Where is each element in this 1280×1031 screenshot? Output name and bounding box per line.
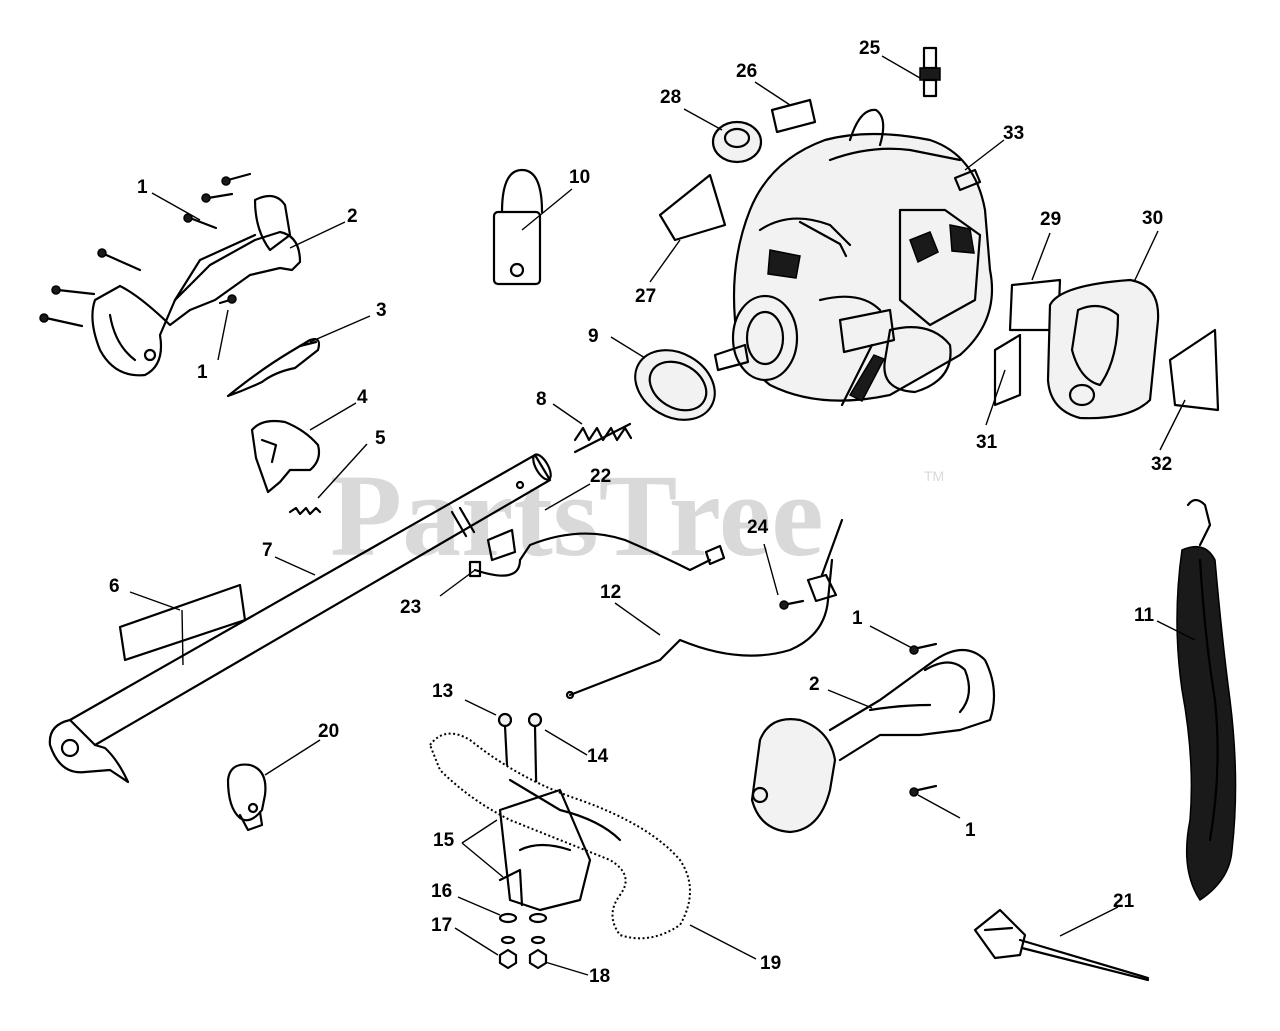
label-17[interactable]: 17 [431,915,452,936]
part-throttle-lock[interactable] [250,419,321,494]
part-ground-clip[interactable] [779,518,844,610]
label-20[interactable]: 20 [318,721,339,742]
label-6[interactable]: 6 [109,576,120,597]
part-drive-shaft-tube[interactable] [48,452,554,784]
part-number-labels: 1 1 1 1 2 2 3 4 5 6 7 8 9 10 11 12 13 14… [109,38,1172,987]
part-clutch-drum[interactable] [623,336,728,433]
label-3[interactable]: 3 [376,300,387,321]
label-31[interactable]: 31 [976,432,998,453]
part-clamp[interactable] [226,763,267,832]
label-30[interactable]: 30 [1142,208,1163,229]
label-25[interactable]: 25 [859,38,881,59]
leader-lines [129,55,1196,976]
label-7[interactable]: 7 [262,540,273,561]
label-2-lower[interactable]: 2 [809,674,820,695]
label-1-upper-lower[interactable]: 1 [197,362,208,383]
part-decal-26[interactable] [770,98,817,134]
part-spark-plug[interactable] [919,46,941,98]
label-18[interactable]: 18 [589,966,610,987]
part-throttle-trigger[interactable] [226,338,321,398]
part-nuts[interactable] [498,948,548,970]
part-shoulder-strap[interactable] [1176,498,1237,902]
label-1-lower-top[interactable]: 1 [852,608,863,629]
label-2-upper[interactable]: 2 [347,206,358,227]
part-plug-wrench[interactable] [973,908,1150,982]
label-23[interactable]: 23 [400,597,421,618]
part-throttle-cable[interactable] [565,558,834,700]
label-8[interactable]: 8 [536,389,547,410]
part-decal-27[interactable] [658,173,727,242]
label-33[interactable]: 33 [1003,123,1024,144]
label-1-upper[interactable]: 1 [137,177,148,198]
label-24[interactable]: 24 [747,517,769,538]
part-bolt-13[interactable] [497,712,513,767]
part-clutch-spring[interactable] [573,422,633,454]
label-15[interactable]: 15 [433,830,455,851]
label-16[interactable]: 16 [431,881,452,902]
part-loop-handle[interactable] [428,732,691,940]
label-14[interactable]: 14 [587,746,609,767]
part-engine-assembly[interactable] [713,108,994,407]
part-wrench-tool[interactable] [492,168,544,286]
label-26[interactable]: 26 [736,61,757,82]
part-handle-bracket[interactable] [498,788,592,912]
label-21[interactable]: 21 [1113,891,1135,912]
label-4[interactable]: 4 [357,387,368,408]
label-5[interactable]: 5 [375,428,386,449]
part-ignition-wire[interactable] [468,528,726,578]
label-13[interactable]: 13 [432,681,453,702]
part-filter-31[interactable] [993,333,1022,407]
label-29[interactable]: 29 [1040,209,1061,230]
watermark-text: PartsTree [330,450,824,581]
part-air-filter-cover[interactable] [1046,278,1160,420]
part-spring-small[interactable] [288,506,322,516]
part-decal-33[interactable] [953,168,982,192]
screws-lower-housing[interactable] [909,642,938,797]
label-9[interactable]: 9 [588,326,599,347]
label-1-lower-bottom[interactable]: 1 [965,820,976,841]
part-label-sticker[interactable] [118,583,247,666]
label-22[interactable]: 22 [590,466,611,487]
watermark-trademark: TM [924,468,944,484]
label-32[interactable]: 32 [1151,454,1172,475]
label-19[interactable]: 19 [760,953,781,974]
part-decal-32[interactable] [1168,328,1220,412]
part-fuel-cap[interactable] [711,120,763,164]
label-27-28-cap[interactable]: 28 [660,87,681,108]
screws-upper-housing[interactable] [39,172,252,328]
label-27[interactable]: 27 [635,286,656,307]
label-11[interactable]: 11 [1134,605,1155,626]
part-washers[interactable] [498,912,548,945]
part-lower-handle-housing[interactable] [750,648,996,834]
part-upper-handle-housing[interactable] [91,194,302,377]
label-10[interactable]: 10 [569,167,590,188]
label-12[interactable]: 12 [600,582,621,603]
